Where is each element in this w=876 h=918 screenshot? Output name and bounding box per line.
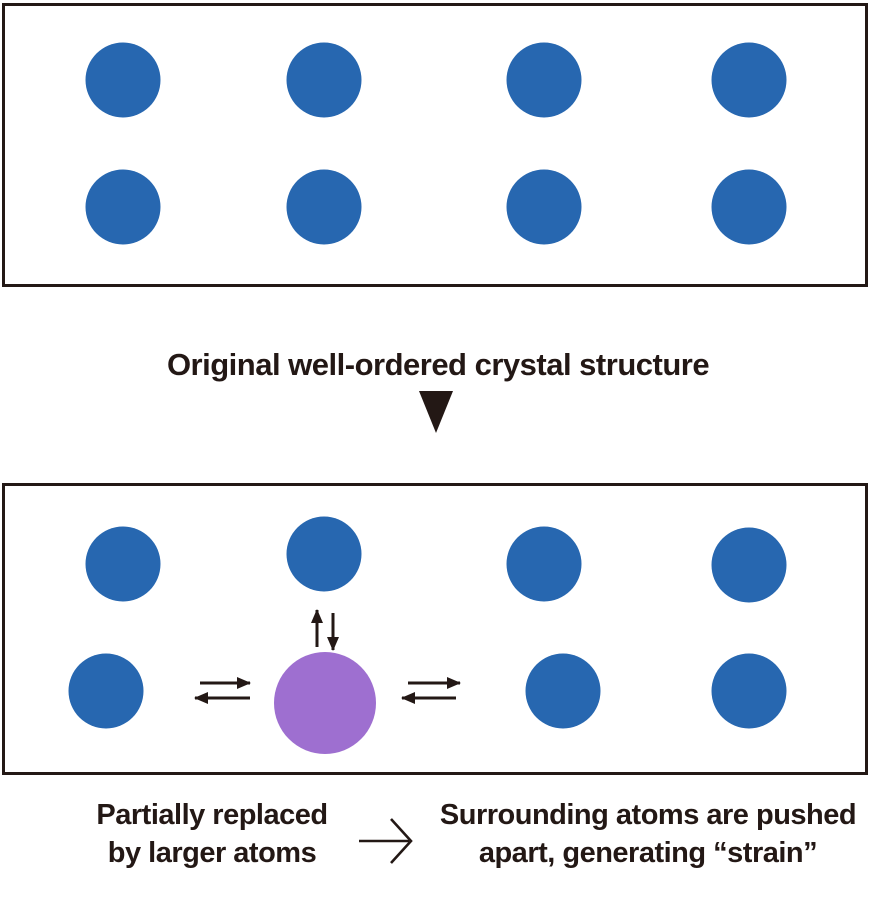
- panel-strained-structure: [2, 483, 868, 775]
- caption-original-structure: Original well-ordered crystal structure: [166, 347, 710, 382]
- caption-strain-line2: apart, generating “strain”: [478, 837, 818, 869]
- caption-strain: Surrounding atoms are pushed apart, gene…: [420, 796, 876, 872]
- caption-partially-replaced-line1: Partially replaced: [96, 799, 328, 831]
- original-structure-diagram: [85, 42, 787, 245]
- strained-structure-diagram: [68, 516, 787, 754]
- caption-strain-line1: Surrounding atoms are pushed: [439, 799, 857, 831]
- right-arrow-icon: [359, 818, 413, 864]
- caption-partially-replaced-line2: by larger atoms: [107, 837, 317, 869]
- downward-triangle-icon: [419, 391, 453, 433]
- caption-partially-replaced: Partially replaced by larger atoms: [0, 796, 424, 872]
- panel-original-structure: [2, 3, 868, 287]
